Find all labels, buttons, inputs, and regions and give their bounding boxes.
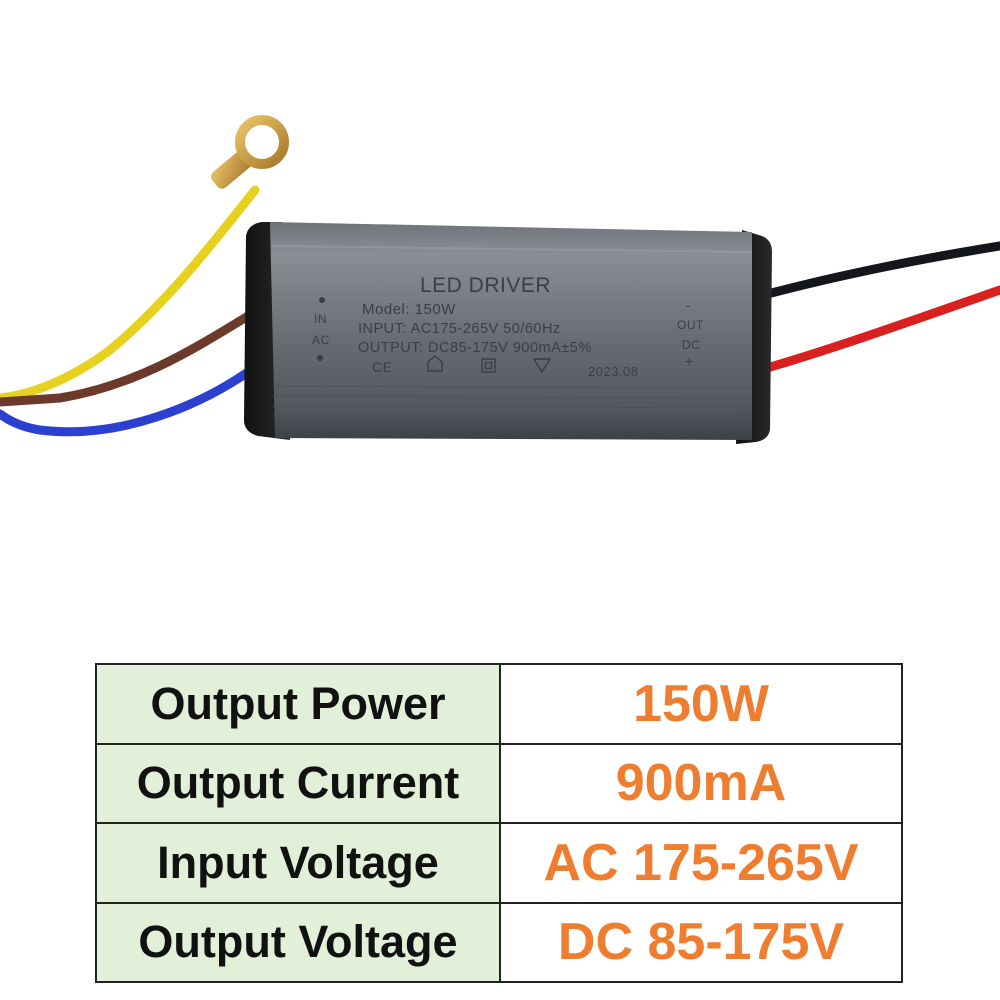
neutral-wire [0, 367, 253, 437]
minus-sign: - [686, 298, 691, 313]
spec-row-output-current: Output Current 900mA [95, 742, 903, 824]
casing-title: LED DRIVER [420, 274, 551, 297]
spec-label: Output Voltage [95, 901, 501, 983]
positive-wire [755, 285, 1000, 375]
out-label: OUT [677, 318, 704, 332]
casing-date-code: 2023.08 [588, 364, 639, 379]
spec-value: 900mA [499, 742, 903, 824]
spec-label: Output Power [95, 663, 501, 745]
spec-table: Output Power 150W Output Current 900mA I… [95, 663, 903, 983]
spec-row-output-voltage: Output Voltage DC 85-175V [95, 901, 903, 983]
negative-wire [755, 241, 1000, 301]
driver-casing [270, 222, 752, 440]
dc-label: DC [682, 338, 700, 352]
plus-sign: + [685, 353, 694, 369]
spec-label: Input Voltage [95, 822, 501, 904]
house-icon [427, 355, 443, 372]
ring-terminal [210, 115, 289, 189]
spec-value: DC 85-175V [499, 901, 903, 983]
live-wire [0, 305, 263, 407]
in-label: IN [314, 312, 327, 326]
spec-row-output-power: Output Power 150W [95, 663, 903, 745]
spec-row-input-voltage: Input Voltage AC 175-265V [95, 822, 903, 904]
casing-model-line: Model: 150W [362, 301, 456, 318]
casing-ce-mark: CE [372, 359, 392, 375]
spec-value: 150W [499, 663, 903, 745]
casing-input-line: INPUT: AC175-265V 50/60Hz [358, 321, 561, 337]
ac-label: AC [312, 333, 330, 347]
casing-output-line: OUTPUT: DC85-175V 900mA±5% [358, 340, 592, 356]
double-insulation-icon [481, 358, 496, 373]
spec-label: Output Current [95, 742, 501, 824]
f-mark-icon [532, 358, 552, 374]
led-driver-photo: LED DRIVER Model: 150W INPUT: AC175-265V… [0, 115, 1000, 444]
ground-wire [0, 185, 260, 403]
spec-value: AC 175-265V [499, 822, 903, 904]
